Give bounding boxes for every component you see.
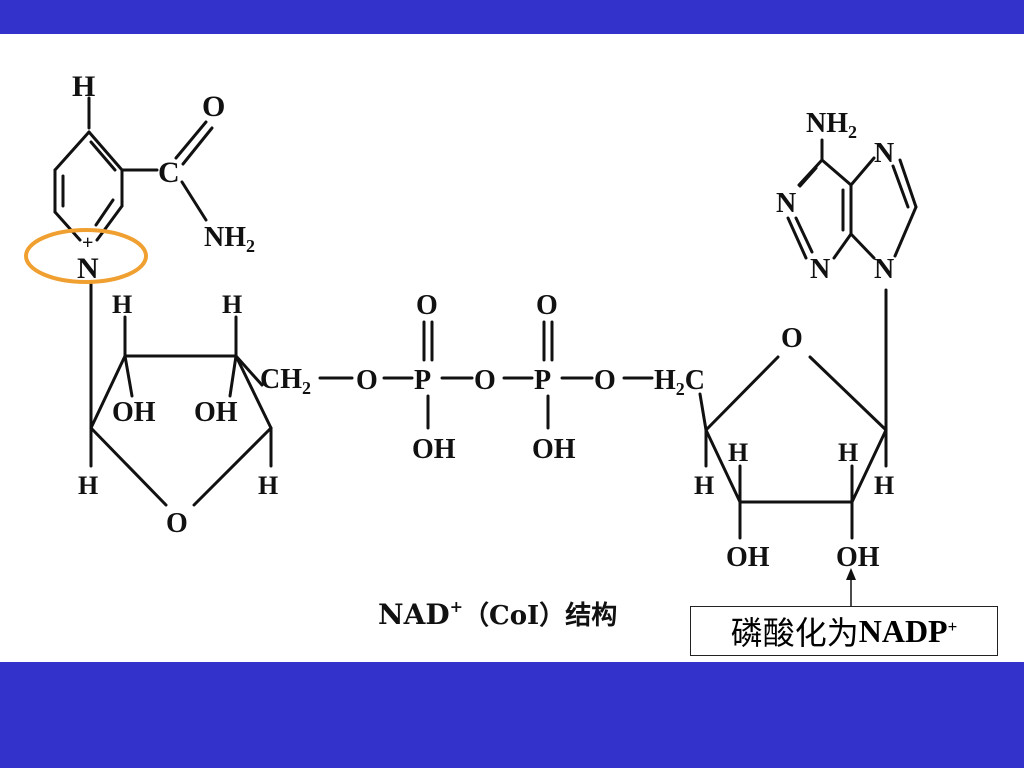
atom-h-ribose2-2: H: [838, 438, 858, 467]
atom-h-ribose1-bl: H: [78, 471, 98, 500]
atom-n-adenine-left: N: [776, 188, 796, 219]
atom-oh-phosphate-1: OH: [412, 434, 456, 465]
atom-n-adenine-n9: N: [874, 254, 894, 285]
note-nadp-charge: +: [947, 617, 958, 636]
atom-p-2: P: [534, 365, 551, 396]
atom-o-ribose1-ring: O: [166, 508, 188, 539]
slide-top-band: [0, 0, 1024, 34]
atom-h-top: H: [72, 70, 95, 103]
atom-p-1: P: [414, 365, 431, 396]
atom-h-ribose1-br: H: [258, 471, 278, 500]
atom-oh-phosphate-2: OH: [532, 434, 576, 465]
atom-h-ribose1-tr: H: [222, 290, 242, 319]
atom-n-adenine-bl: N: [810, 254, 830, 285]
note-nadp: NADP: [858, 612, 948, 649]
atom-oh-ribose2-a: OH: [726, 542, 770, 573]
atom-h-ribose1-tl: H: [112, 290, 132, 319]
atom-h-ribose2-1: H: [728, 438, 748, 467]
atom-h-ribose2-r: H: [874, 471, 894, 500]
diagram-caption: NAD+（CoI）结构: [378, 597, 617, 631]
atom-o-bridge: O: [474, 365, 496, 396]
atom-n-pyridinium: N: [77, 252, 99, 285]
atom-o-ester-1: O: [356, 365, 378, 396]
slide-canvas: [0, 34, 1024, 662]
highlight-ellipse: [24, 228, 148, 284]
atom-oh-ribose1-a: OH: [112, 397, 156, 428]
atom-oh-ribose2-b: OH: [836, 542, 880, 573]
note-text: 磷酸化为: [730, 614, 859, 652]
annotation-arrow-head: [846, 568, 856, 580]
atom-n-adenine-tr: N: [874, 138, 894, 169]
atom-oh-ribose1-b: OH: [194, 397, 238, 428]
bond-lines: [53, 96, 918, 607]
atom-nh2-amide: NH2: [204, 222, 255, 256]
atom-c-carbonyl: C: [158, 156, 180, 189]
atom-o-ester-2: O: [594, 365, 616, 396]
atom-o-phosphoryl-1: O: [416, 290, 438, 321]
atom-o-ribose2-ring: O: [781, 323, 803, 354]
atom-ch2: CH2: [260, 364, 311, 398]
atom-h2c: H2C: [654, 365, 705, 399]
atom-h-ribose2-l: H: [694, 471, 714, 500]
atom-nh2-adenine: NH2: [806, 108, 857, 142]
slide-bottom-band: [0, 662, 1024, 768]
atom-o-carbonyl: O: [202, 90, 225, 123]
atom-o-phosphoryl-2: O: [536, 290, 558, 321]
positive-charge: +: [82, 232, 93, 254]
